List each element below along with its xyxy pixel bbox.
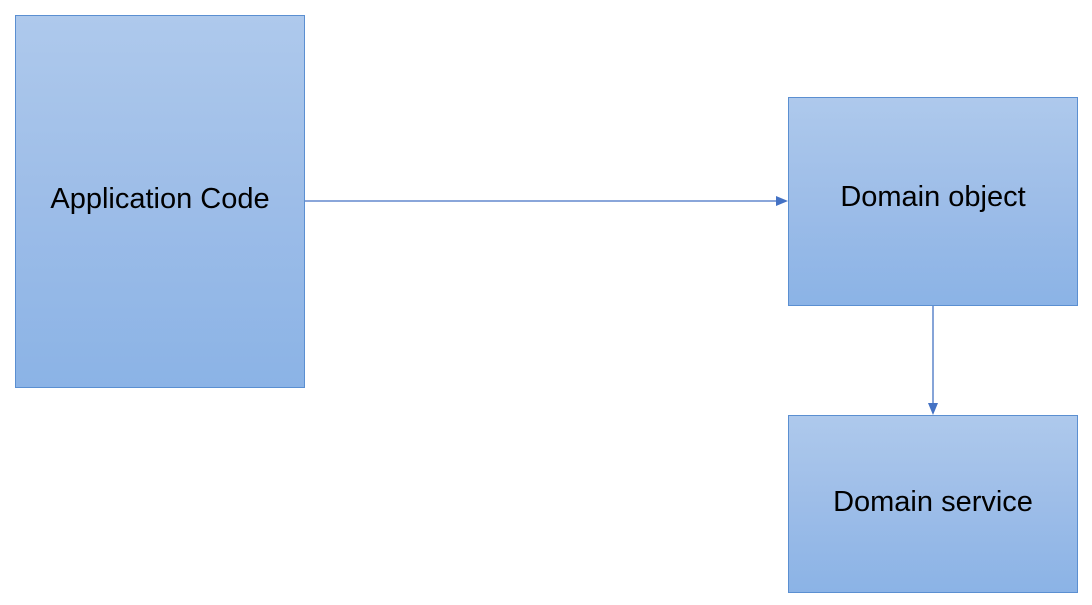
domain-service-label: Domain service <box>833 485 1033 518</box>
domain-object-box: Domain object <box>788 97 1078 306</box>
arrow-app-to-domain-object-head <box>776 196 788 206</box>
arrow-domain-object-to-domain-service <box>928 306 938 415</box>
arrow-app-to-domain-object <box>305 196 788 206</box>
domain-object-label: Domain object <box>840 181 1026 213</box>
arrow-domain-object-to-domain-service-head <box>928 403 938 415</box>
application-code-box: Application Code <box>15 15 305 388</box>
application-code-label: Application Code <box>50 183 270 215</box>
domain-service-box: Domain service <box>788 415 1078 593</box>
